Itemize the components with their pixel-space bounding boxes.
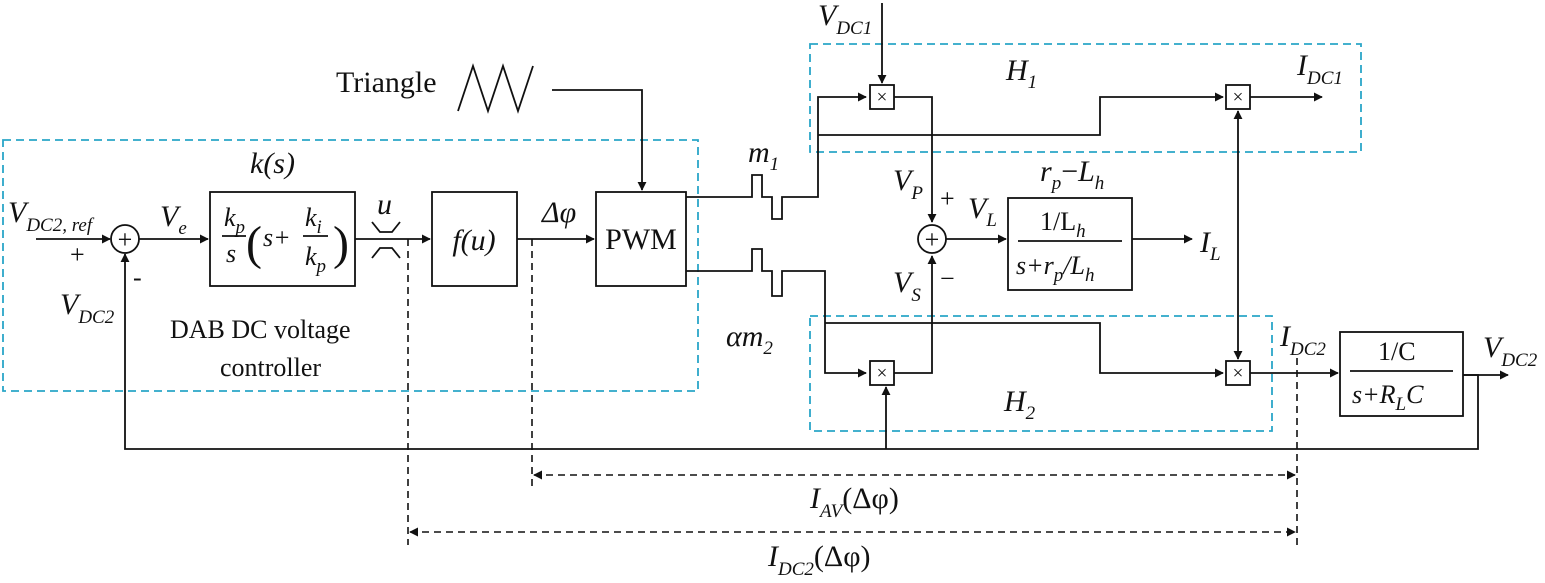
svg-text:×: × (877, 87, 888, 108)
m1-pulse-waveform (686, 92, 867, 220)
m2-pulse-waveform (686, 248, 867, 378)
iav-label: IAV(Δφ) (809, 482, 899, 522)
right-paren: ) (333, 217, 349, 270)
svg-text:PWM: PWM (605, 223, 677, 256)
inductor-transfer-function-block: 1/Lh s+rp/Lh (1007, 197, 1133, 291)
vdc1-input-label: VDC1 (818, 0, 872, 39)
vs-wire (894, 255, 937, 374)
multiplier-h1-input: × (869, 84, 895, 110)
svg-text:+: + (118, 225, 133, 254)
m2-to-h2-output-mult-wire (825, 322, 1224, 378)
idc2-label: IDC2 (1279, 320, 1326, 360)
plus-ref-sign: + (70, 240, 85, 269)
triangle-to-pwm-wire (552, 89, 647, 191)
idc1-output-label: IDC1 (1296, 49, 1343, 89)
vdc2-output-label: VDC2 (1483, 331, 1538, 371)
vs-label: VS (893, 266, 921, 306)
svg-text:s+: s+ (263, 223, 291, 252)
triangle-label: Triangle (336, 66, 437, 99)
ks-label: k(s) (250, 147, 295, 180)
sum-junction-voltage: + (917, 224, 947, 254)
svg-text:kp: kp (305, 242, 326, 277)
svg-text:ki: ki (305, 203, 322, 238)
svg-text:f(u): f(u) (452, 224, 495, 257)
m1-to-h1-output-mult-wire (818, 92, 1224, 136)
svg-text:×: × (1233, 363, 1244, 384)
vp-label: VP (893, 164, 923, 204)
fu-block: f(u) (431, 191, 518, 287)
h2-label: H2 (1003, 385, 1036, 424)
vdc2-ref-label: VDC2, ref (8, 196, 95, 236)
rp-lh-label: rp−Lh (1040, 155, 1104, 194)
h1-label: H1 (1005, 54, 1037, 93)
plus-vp-sign: + (940, 184, 955, 213)
il-label: IL (1199, 226, 1221, 265)
m1-label: m1 (748, 136, 779, 175)
svg-text:+: + (925, 225, 940, 254)
ve-label: Ve (160, 200, 187, 239)
svg-text:s+rp/Lh: s+rp/Lh (1016, 251, 1094, 286)
triangle-waveform-icon (457, 63, 534, 114)
vl-label: VL (968, 192, 997, 231)
multiplier-h2-input: × (869, 360, 895, 386)
dab-controller-line1: DAB DC voltage (170, 315, 351, 344)
svg-text:s: s (226, 239, 236, 268)
vdc2-feedback-label: VDC2 (60, 288, 115, 328)
multiplier-h2-output: × (1225, 360, 1251, 386)
svg-text:×: × (877, 363, 888, 384)
controller-region (2, 139, 699, 392)
pwm-block: PWM (595, 191, 687, 287)
svg-text:×: × (1233, 87, 1244, 108)
u-label: u (377, 188, 392, 221)
sum-junction-error: + (110, 224, 140, 254)
svg-text:kp: kp (224, 203, 245, 238)
svg-text:1/Lh: 1/Lh (1040, 207, 1086, 242)
idc2-dphi-label: IDC2(Δφ) (767, 540, 871, 580)
saturation-symbol (371, 221, 401, 259)
minus-vs-sign: − (940, 264, 955, 293)
multiplier-h1-output: × (1225, 84, 1251, 110)
pi-controller-block: kp s ( s+ ki kp ) (209, 191, 356, 287)
load-transfer-function-block: 1/C s+RLC (1339, 331, 1464, 417)
h2-region (809, 315, 1273, 432)
dphi-label: Δφ (541, 196, 576, 229)
alpha-m2-label: αm2 (726, 320, 773, 359)
minus-feedback-sign: - (133, 263, 142, 292)
left-paren: ( (246, 217, 262, 270)
vp-wire (894, 96, 937, 223)
dab-controller-line2: controller (220, 353, 321, 382)
svg-text:1/C: 1/C (1378, 337, 1416, 366)
h1-region (809, 43, 1362, 153)
svg-text:s+RLC: s+RLC (1352, 380, 1424, 415)
